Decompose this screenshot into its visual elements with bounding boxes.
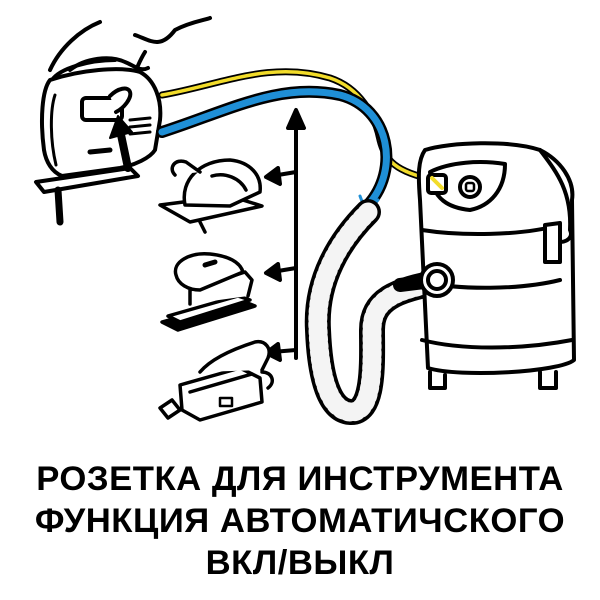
product-illustration — [34, 16, 576, 425]
caption-line-1: РОЗЕТКА ДЛЯ ИНСТРУМЕНТА — [36, 460, 564, 498]
vacuum-cleaner-icon — [416, 141, 576, 390]
orbital-sander-icon — [160, 252, 257, 332]
caption-line-3: ВКЛ/ВЫКЛ — [205, 544, 395, 582]
caption-line-2: ФУНКЦИЯ АВТОМАТИЧСКОГО — [34, 502, 566, 540]
belt-sander-icon — [158, 339, 274, 422]
tool-alternatives-arrows — [264, 108, 306, 362]
jigsaw-icon — [34, 67, 163, 226]
feature-caption: РОЗЕТКА ДЛЯ ИНСТРУМЕНТА ФУНКЦИЯ АВТОМАТИ… — [0, 458, 600, 584]
circular-saw-icon — [158, 158, 264, 234]
